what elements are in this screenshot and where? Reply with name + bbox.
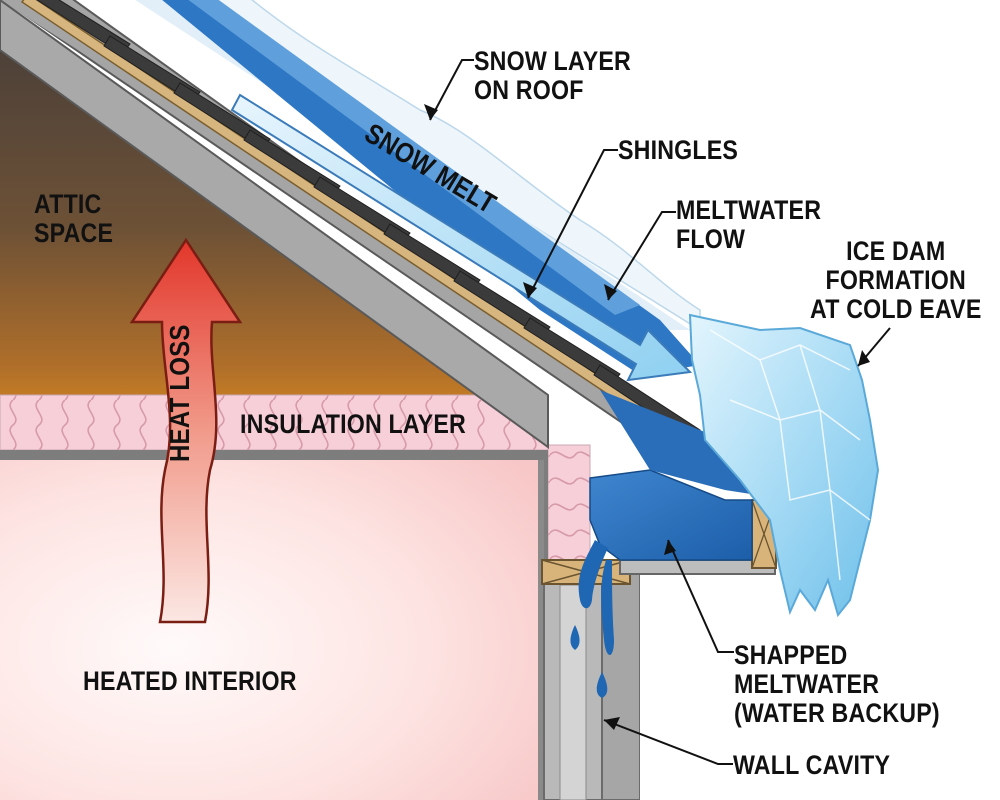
heated-interior-label: HEATED INTERIOR <box>83 666 297 696</box>
shingles <box>36 0 701 441</box>
water-drop <box>596 672 608 698</box>
interior-wall-edge <box>538 460 544 800</box>
snow-melt-highlight <box>188 0 640 315</box>
attic-space-label-line2: SPACE <box>34 218 114 248</box>
shingles-label: SHINGLES <box>618 135 739 165</box>
trapped-meltwater-label-line2: MELTWATER <box>734 669 880 699</box>
wall-cavity-leader <box>603 719 733 765</box>
rafter-body <box>0 0 549 449</box>
trapped-meltwater <box>589 469 753 561</box>
meltwater-flow-arrow <box>230 93 693 382</box>
trapped-leader <box>667 539 734 653</box>
heat-loss-arrow <box>129 237 243 624</box>
exterior-air <box>640 568 1000 800</box>
trapped-meltwater-label: SHAPPED MELTWATER (WATER BACKUP) <box>734 641 940 728</box>
wall-stud <box>559 584 587 800</box>
ice-dam-label-line2: FORMATION <box>825 265 966 295</box>
meltwater-flow-label: MELTWATER FLOW <box>676 196 821 254</box>
snow-layer-label-line1: SNOW LAYER <box>474 46 631 76</box>
snow-layer-label: SNOW LAYER ON ROOF <box>474 47 631 105</box>
ice-dam-label-line3: AT COLD EAVE <box>810 294 982 324</box>
callout-arrowheads <box>424 104 870 730</box>
attic-space-label: ATTIC SPACE <box>34 190 113 248</box>
ice-dam <box>688 313 880 618</box>
ice-dam-label: ICE DAM FORMATION AT COLD EAVE <box>810 237 981 324</box>
meltwater-flow-label-line2: FLOW <box>676 224 746 254</box>
water-drop <box>570 625 580 650</box>
insulation-layer <box>0 394 549 451</box>
insulation-wall <box>547 444 591 569</box>
insulation-layer-label: INSULATION LAYER <box>240 409 466 439</box>
leak-stream-2 <box>601 560 614 655</box>
heat-loss-label: HEAT LOSS <box>164 324 195 462</box>
leak-stream <box>578 540 608 609</box>
heated-interior <box>0 460 538 800</box>
snow-layer-label-line2: ON ROOF <box>474 75 584 105</box>
trapped-meltwater-label-line1: SHAPPED <box>734 640 848 670</box>
snow-melt-band <box>162 0 700 375</box>
ice-dam-label-line1: ICE DAM <box>846 236 946 266</box>
snow-layer-leader <box>429 59 474 121</box>
ice-facets <box>709 329 871 581</box>
attic-space-label-line1: ATTIC <box>34 189 102 219</box>
meltwater-flow-label-line1: MELTWATER <box>676 195 822 225</box>
callout-lines <box>429 59 891 765</box>
trapped-meltwater-label-line3: (WATER BACKUP) <box>734 698 940 728</box>
shingles-leader <box>527 149 618 299</box>
meltwater-flow-leader <box>607 211 676 301</box>
wall-cavity-label: WALL CAVITY <box>733 750 891 780</box>
